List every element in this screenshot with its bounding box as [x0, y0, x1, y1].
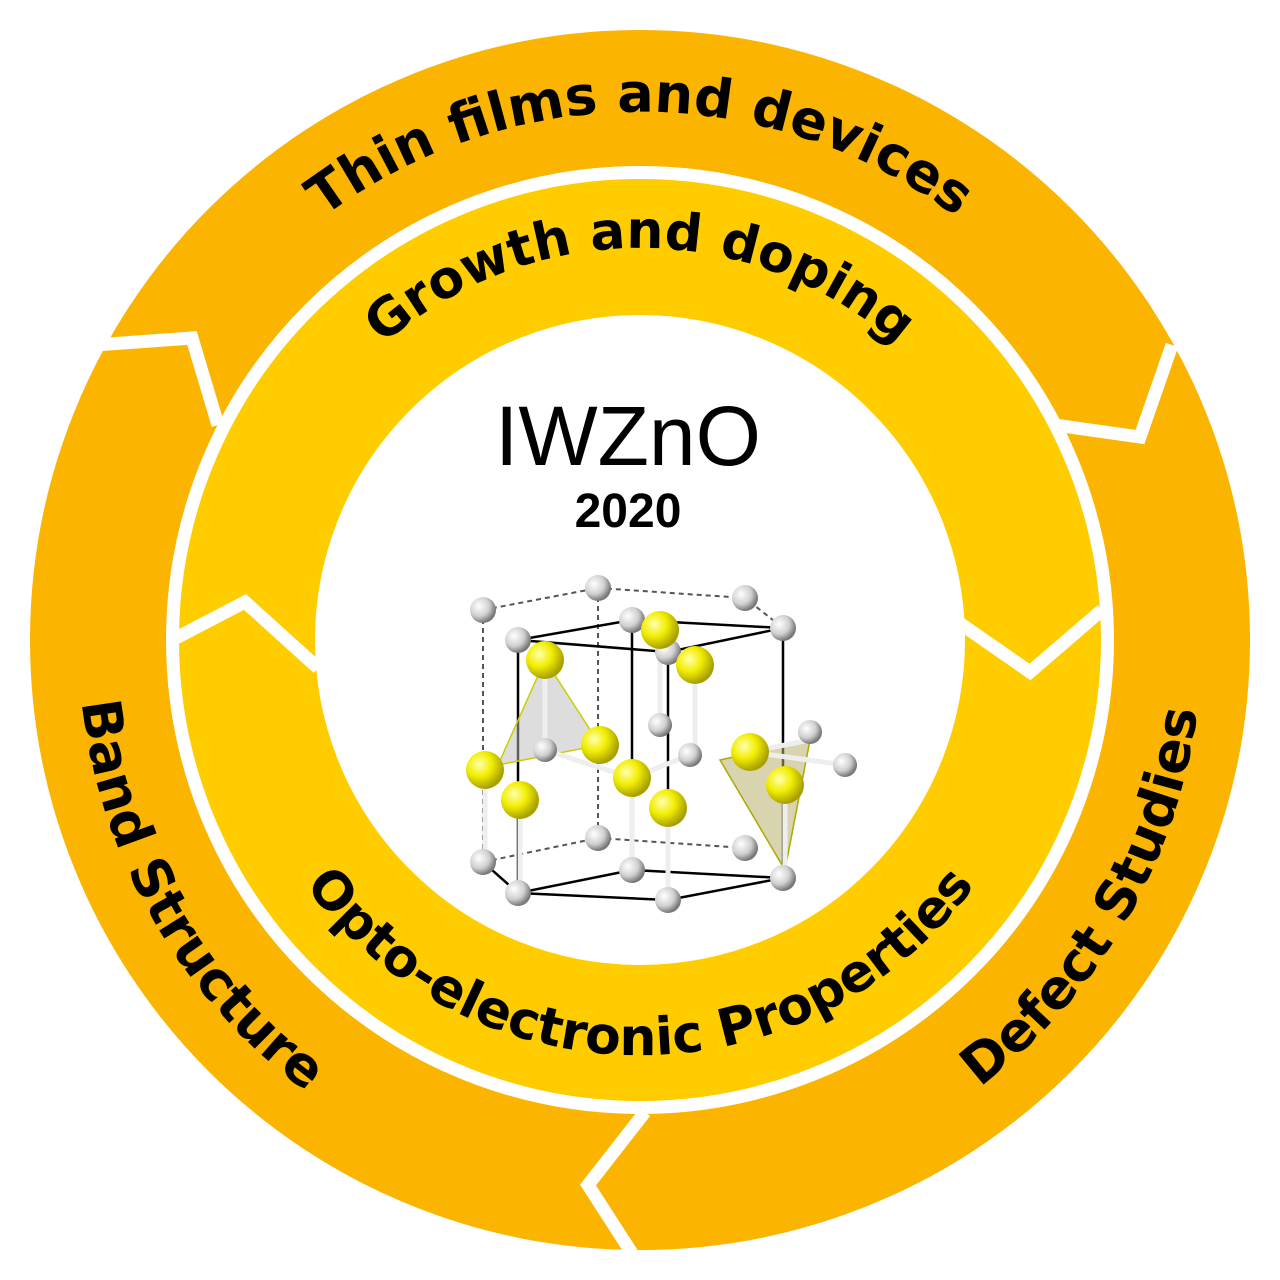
outer-ring — [30, 30, 1250, 1250]
outer-gap-left — [94, 331, 225, 427]
inner-gap-left — [168, 594, 323, 673]
center-title: IWZnO — [495, 389, 761, 483]
wurtzite-crystal-structure — [466, 575, 857, 913]
arrow-separators — [94, 331, 1179, 1262]
outer-gap-right — [1054, 342, 1179, 445]
inner-gap-right — [954, 605, 1107, 681]
outer-gap-bottom — [580, 1107, 651, 1262]
center-year: 2020 — [575, 485, 682, 538]
inner-ring — [179, 179, 1101, 1101]
